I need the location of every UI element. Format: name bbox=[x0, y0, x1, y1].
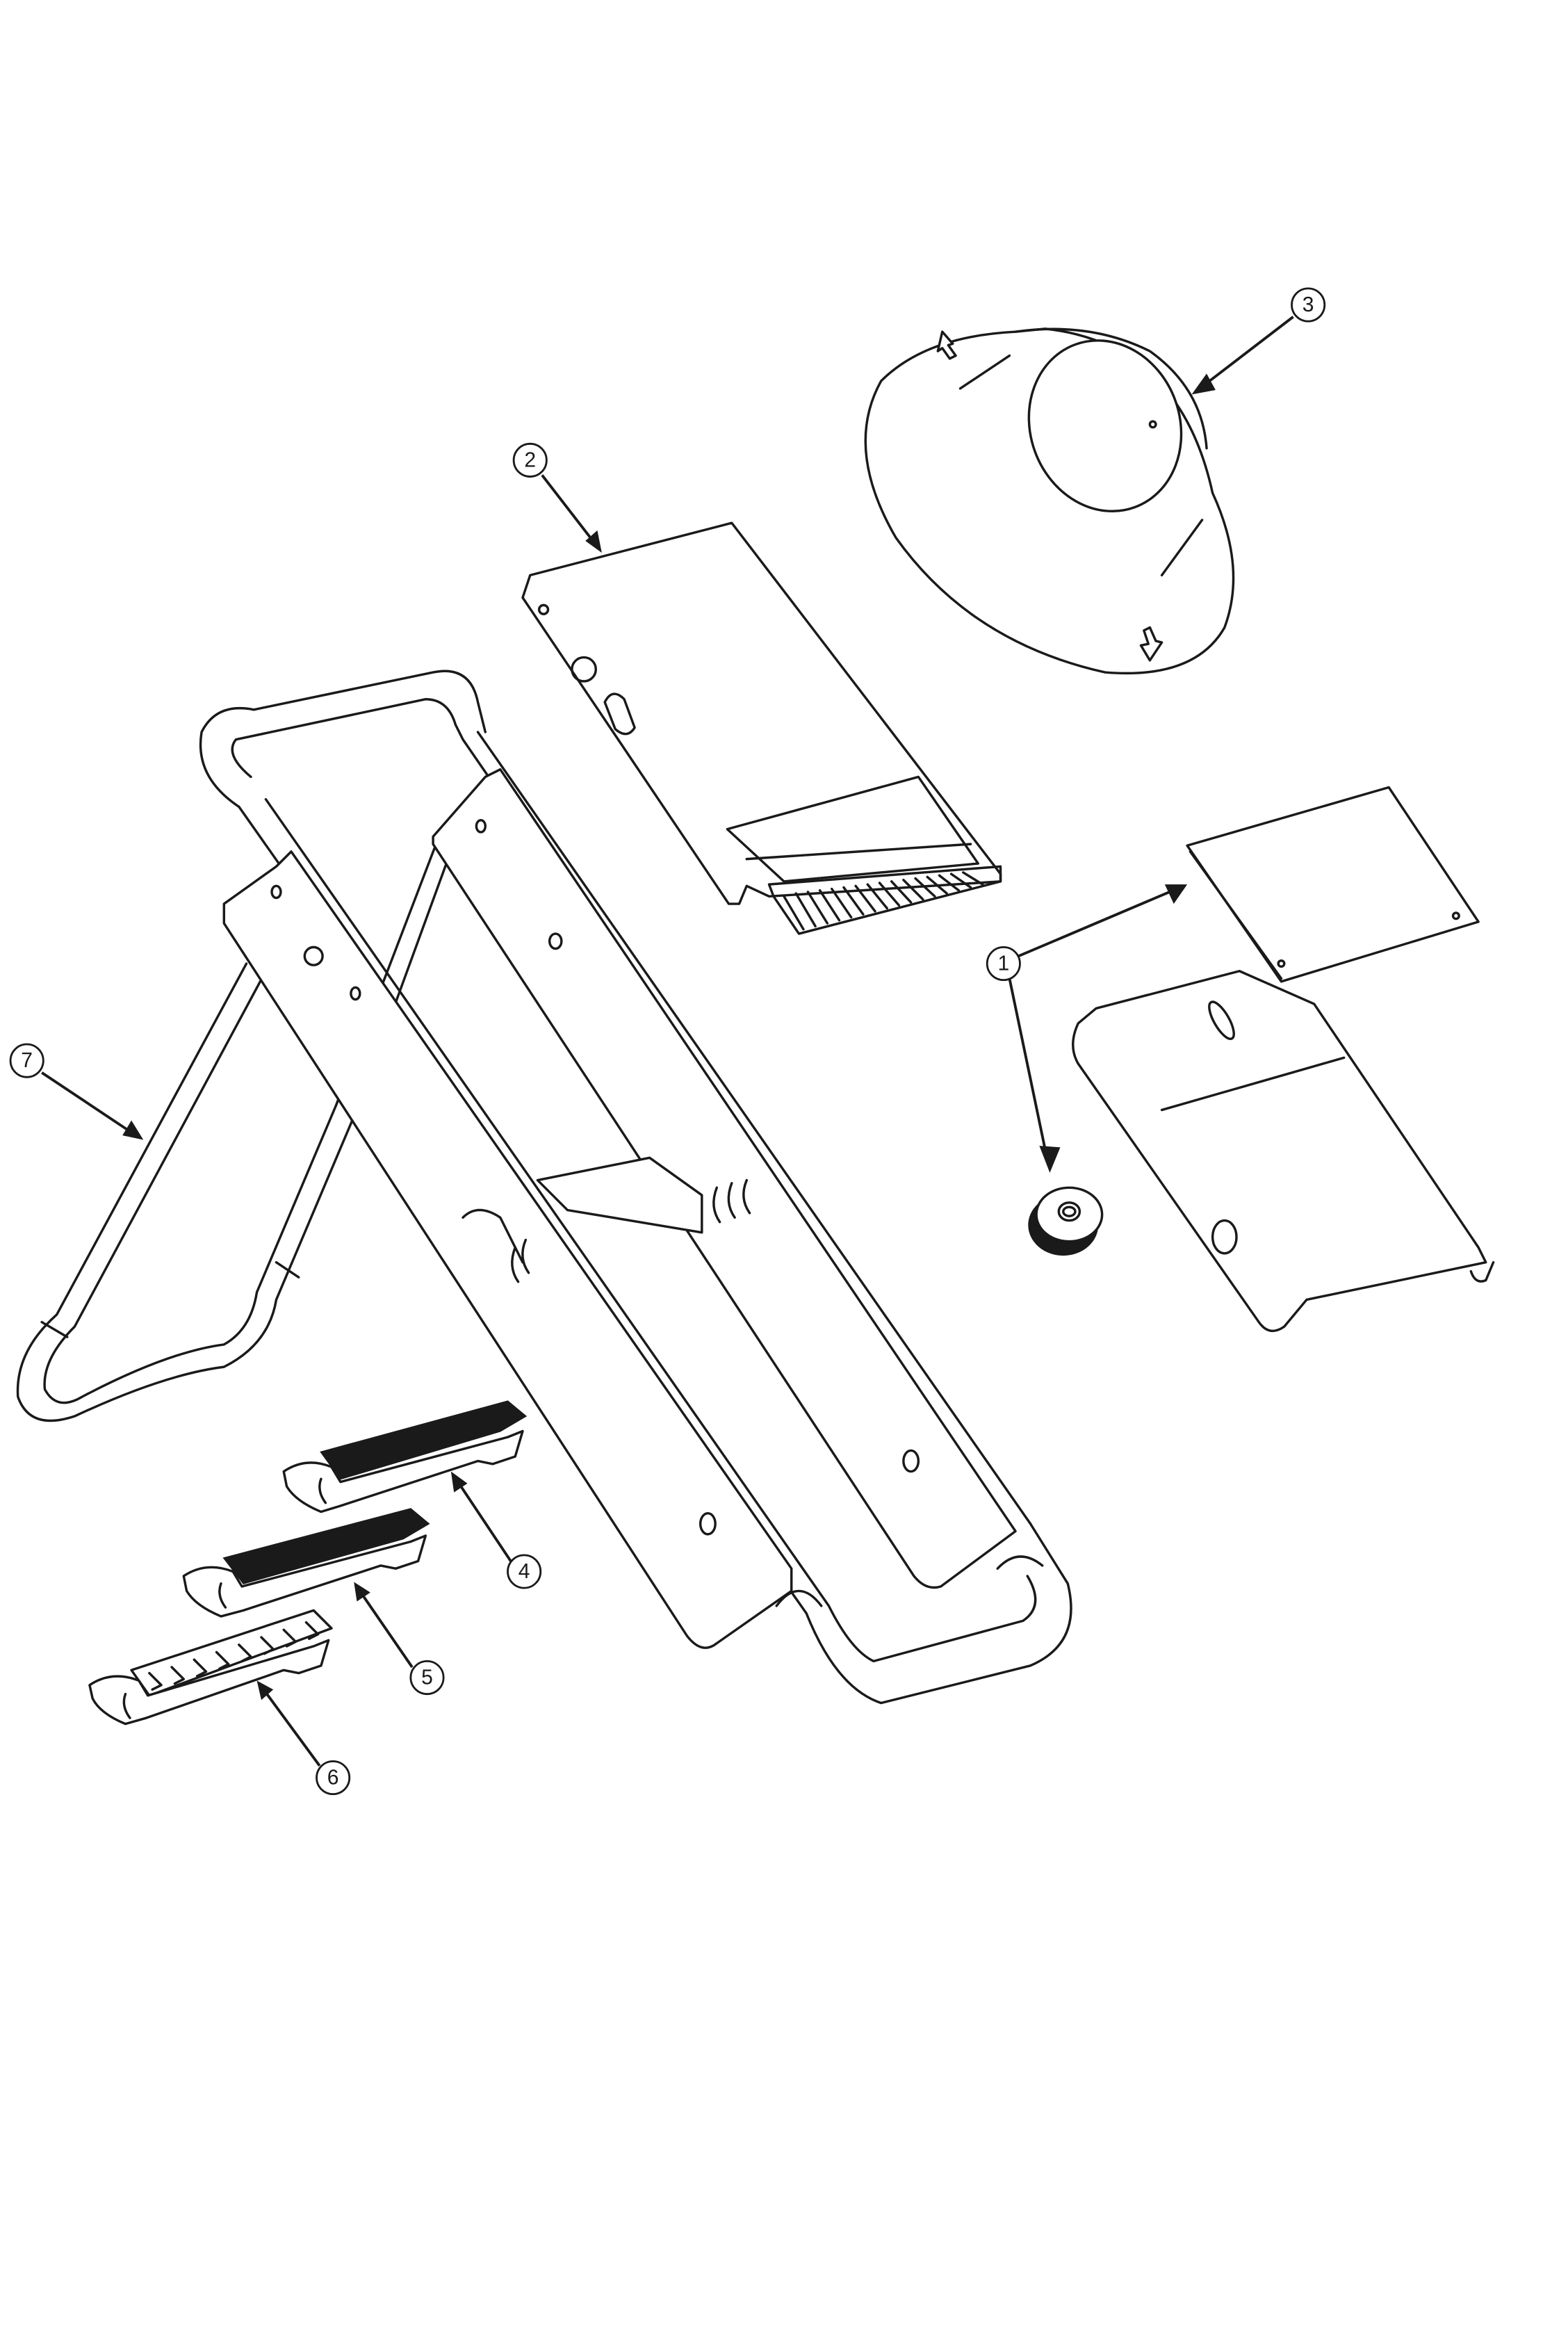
callout-number: 1 bbox=[997, 952, 1009, 975]
callout-number: 3 bbox=[1302, 293, 1314, 316]
knob bbox=[1028, 1186, 1104, 1256]
callout-4: 4 bbox=[507, 1554, 542, 1589]
callout-2: 2 bbox=[512, 442, 548, 478]
callout-number: 7 bbox=[21, 1049, 33, 1072]
arrow-down-icon bbox=[1139, 626, 1163, 662]
callout-number: 2 bbox=[524, 448, 536, 471]
side-rail bbox=[222, 850, 793, 1649]
callout-3: 3 bbox=[1291, 287, 1326, 323]
julienne-teeth bbox=[767, 865, 1002, 935]
blade-insert-wavy bbox=[88, 1609, 333, 1726]
blade-insert-medium bbox=[182, 1508, 430, 1618]
callout-1: 1 bbox=[986, 946, 1021, 982]
arrow-up-icon bbox=[936, 330, 957, 360]
callout-leaders bbox=[41, 316, 1294, 1767]
blade-guard-plate bbox=[1072, 786, 1495, 1332]
callout-number: 6 bbox=[327, 1766, 339, 1789]
julienne-blade-plate bbox=[521, 521, 1002, 935]
callout-number: 4 bbox=[518, 1560, 530, 1583]
blade-insert-fine bbox=[282, 1400, 528, 1514]
callout-number: 5 bbox=[421, 1666, 433, 1689]
callout-7: 7 bbox=[9, 1043, 44, 1078]
hand-guard bbox=[864, 327, 1235, 675]
runway-plate bbox=[432, 768, 1017, 1589]
callout-5: 5 bbox=[409, 1660, 445, 1696]
callout-6: 6 bbox=[316, 1760, 351, 1796]
